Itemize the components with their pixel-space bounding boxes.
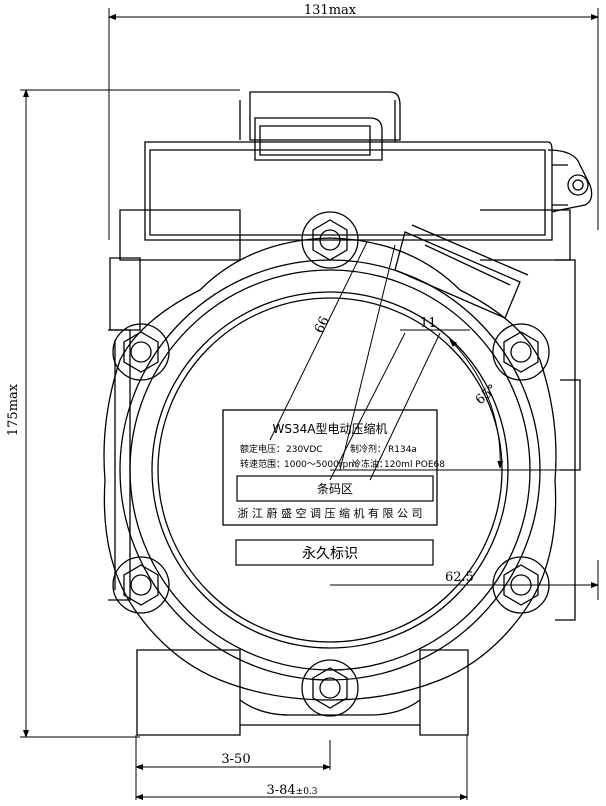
nameplate-refrigerant-value: R134a xyxy=(388,445,417,455)
nameplate-refrigerant-label: 制冷剂： xyxy=(350,443,386,455)
nameplate-barcode-area: 条码区 xyxy=(317,482,353,496)
bolt-top xyxy=(301,211,359,269)
dim-11: 11 xyxy=(420,316,437,331)
dim-3-50: 3-50 xyxy=(221,752,250,767)
dim-66: 66 xyxy=(312,314,333,335)
nameplate-texts: WS34A型电动压缩机 额定电压： 230VDC 制冷剂： R134a 转速范围… xyxy=(238,421,446,562)
dim-3-84-value: 3-84 xyxy=(266,783,295,798)
nameplate-company: 浙 江 蔚 盛 空 调 压 缩 机 有 限 公 司 xyxy=(238,506,423,520)
dim-width-max: 131max xyxy=(304,3,357,18)
nameplate-speed-label: 转速范围： xyxy=(240,458,285,470)
nameplate-speed-value: 1000～5000rpm xyxy=(284,460,357,470)
bolt-bottom xyxy=(301,659,359,717)
nameplate-voltage-label: 额定电压： xyxy=(240,443,285,455)
permanent-mark-label: 永久标识 xyxy=(302,546,358,562)
bolts xyxy=(112,211,550,717)
nameplate-oil-label: 冷冻油： xyxy=(352,458,388,470)
dimension-texts: 131max 175max 66 11 65° 62.5 3-50 3-84±0… xyxy=(6,3,500,798)
nameplate-model: WS34A型电动压缩机 xyxy=(273,421,388,436)
dim-height-max: 175max xyxy=(6,383,21,436)
bolt-left-upper xyxy=(112,323,170,381)
dim-angle: 65° xyxy=(473,382,500,408)
dim-3-84-tolerance: ±0.3 xyxy=(296,787,318,797)
nameplate-oil-value: 120ml POE68 xyxy=(384,460,445,470)
nameplate-voltage-value: 230VDC xyxy=(286,445,323,455)
dimension-lines xyxy=(20,8,599,800)
dim-62-5: 62.5 xyxy=(445,570,474,585)
dim-3-84: 3-84±0.3 xyxy=(266,783,317,798)
bolt-right-upper xyxy=(492,323,550,381)
nameplate xyxy=(222,409,438,566)
bolt-left-lower xyxy=(112,556,170,614)
bolt-right-lower xyxy=(492,556,550,614)
compressor-body xyxy=(103,91,593,736)
